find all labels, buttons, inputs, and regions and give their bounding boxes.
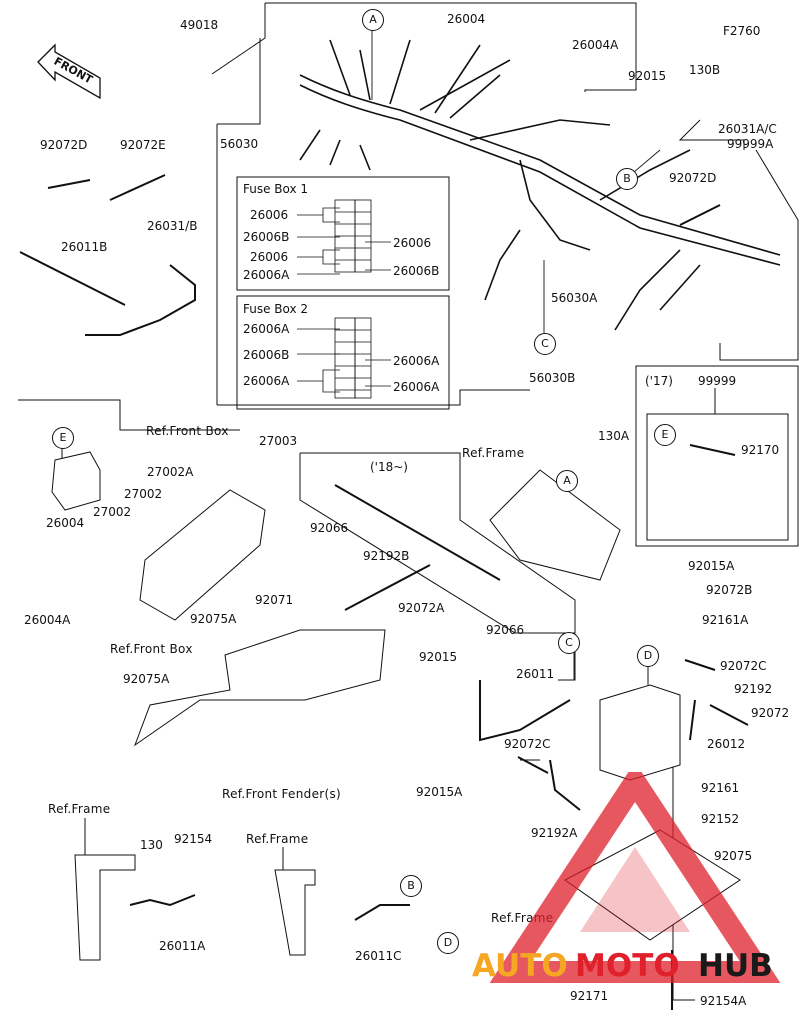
part-label[interactable]: 92170	[741, 443, 780, 457]
part-label[interactable]: 27003	[259, 434, 298, 448]
fuse-box-1-left-label[interactable]: 26006B	[243, 230, 290, 244]
part-label[interactable]: 27002	[124, 487, 163, 501]
front-arrow-icon	[37, 43, 101, 100]
part-label[interactable]: 56030A	[551, 291, 598, 305]
part-label[interactable]: 26004	[447, 12, 486, 26]
fuse-box-1-left-label[interactable]: 26006	[250, 250, 289, 264]
fuse-box-1-right-label[interactable]: 26006B	[393, 264, 440, 278]
part-label[interactable]: 92072	[751, 706, 790, 720]
part-label[interactable]: 130A	[598, 429, 630, 443]
part-label[interactable]: 26031/B	[147, 219, 198, 233]
part-label[interactable]: 92072D	[40, 138, 88, 152]
diagram-code: F2760	[723, 24, 761, 38]
ref-frame[interactable]: Ref.Frame	[491, 911, 554, 925]
fuse-box-2-right-label[interactable]: 26006A	[393, 380, 440, 394]
part-label[interactable]: 99999A	[727, 137, 774, 151]
fuse-box-2-left-label[interactable]: 26006A	[243, 322, 290, 336]
part-label[interactable]: 92192	[734, 682, 773, 696]
part-label[interactable]: 92072D	[669, 171, 717, 185]
part-label[interactable]: 92171	[570, 989, 609, 1003]
fuse-box-1-right-label[interactable]: 26006	[393, 236, 432, 250]
part-label[interactable]: 130B	[689, 63, 721, 77]
part-label[interactable]: 92072A	[398, 601, 445, 615]
part-label[interactable]: 92161	[701, 781, 740, 795]
ref-front-box[interactable]: Ref.Front Box	[110, 642, 193, 656]
part-label[interactable]: 92072E	[120, 138, 166, 152]
part-label[interactable]: 27002A	[147, 465, 194, 479]
fuse-box-1-left-label[interactable]: 26006A	[243, 268, 290, 282]
part-label[interactable]: 56030	[220, 137, 259, 151]
fuse-box-2-left-label[interactable]: 26006B	[243, 348, 290, 362]
part-label[interactable]: 130	[140, 838, 163, 852]
callout-c[interactable]: C	[534, 333, 556, 355]
callout-a[interactable]: A	[556, 470, 578, 492]
part-label[interactable]: 92154	[174, 832, 213, 846]
callout-d[interactable]: D	[637, 645, 659, 667]
part-label[interactable]: 26011A	[159, 939, 206, 953]
part-label[interactable]: 56030B	[529, 371, 576, 385]
part-label[interactable]: 92015A	[688, 559, 735, 573]
part-label[interactable]: 92072B	[706, 583, 753, 597]
ref-frame[interactable]: Ref.Frame	[246, 832, 309, 846]
part-label[interactable]: 27002	[93, 505, 132, 519]
fuse-box-2-left-label[interactable]: 26006A	[243, 374, 290, 388]
part-label[interactable]: 92072C	[720, 659, 767, 673]
ref-front-fenders[interactable]: Ref.Front Fender(s)	[222, 787, 341, 801]
callout-b[interactable]: B	[400, 875, 422, 897]
callout-e[interactable]: E	[654, 424, 676, 446]
part-label[interactable]: 99999	[698, 374, 737, 388]
part-label[interactable]: 26004A	[572, 38, 619, 52]
part-label[interactable]: 26012	[707, 737, 746, 751]
part-label[interactable]: 26011C	[355, 949, 402, 963]
part-label[interactable]: 26031A/C	[718, 122, 777, 136]
fuse-box-1-left-label[interactable]: 26006	[250, 208, 289, 222]
ref-front-box[interactable]: Ref.Front Box	[146, 424, 229, 438]
ref-frame[interactable]: Ref.Frame	[48, 802, 111, 816]
callout-c[interactable]: C	[558, 632, 580, 654]
part-label[interactable]: 92075	[714, 849, 753, 863]
fuse-box-1-title: Fuse Box 1	[243, 182, 309, 196]
part-label[interactable]: 92015A	[416, 785, 463, 799]
part-label[interactable]: 92192A	[531, 826, 578, 840]
ref-frame[interactable]: Ref.Frame	[462, 446, 525, 460]
part-label[interactable]: 92015	[419, 650, 458, 664]
part-label[interactable]: 92192B	[363, 549, 410, 563]
callout-a[interactable]: A	[362, 9, 384, 31]
part-label[interactable]: 92071	[255, 593, 294, 607]
part-label[interactable]: 92015	[628, 69, 667, 83]
fuse-box-2-right-label[interactable]: 26006A	[393, 354, 440, 368]
callout-d[interactable]: D	[437, 932, 459, 954]
part-label[interactable]: 92154A	[700, 994, 747, 1008]
part-label[interactable]: 92072C	[504, 737, 551, 751]
part-label[interactable]: 92066	[310, 521, 349, 535]
part-label[interactable]: 92066	[486, 623, 525, 637]
year-label-18: ('18~)	[370, 460, 408, 474]
part-label[interactable]: 26011	[516, 667, 555, 681]
callout-e[interactable]: E	[52, 427, 74, 449]
fuse-box-2-title: Fuse Box 2	[243, 302, 309, 316]
year-label-17: ('17)	[645, 374, 673, 388]
part-label[interactable]: 26004A	[24, 613, 71, 627]
part-label[interactable]: 26011B	[61, 240, 108, 254]
part-label[interactable]: 49018	[180, 18, 219, 32]
part-label[interactable]: 92075A	[123, 672, 170, 686]
part-label[interactable]: 92075A	[190, 612, 237, 626]
part-label[interactable]: 26004	[46, 516, 85, 530]
callout-b[interactable]: B	[616, 168, 638, 190]
part-label[interactable]: 92152	[701, 812, 740, 826]
part-label[interactable]: 92161A	[702, 613, 749, 627]
